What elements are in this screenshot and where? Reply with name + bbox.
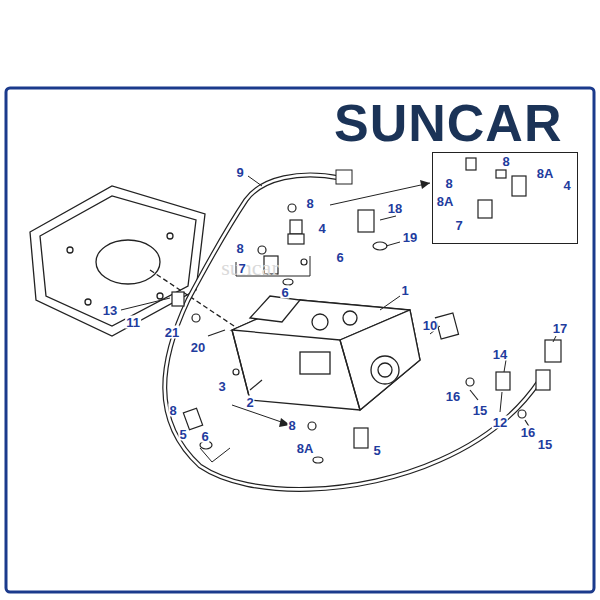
callout-number: 5 — [372, 444, 381, 457]
callout-number: 8 — [502, 155, 509, 168]
callout-number: 3 — [217, 380, 226, 393]
callout-number: 8 — [168, 404, 177, 417]
arrowhead — [420, 180, 430, 189]
callout-number: 15 — [472, 404, 488, 417]
callout-number: 10 — [422, 319, 438, 332]
callout-number: 2 — [245, 396, 254, 409]
callout-number: 5 — [178, 428, 187, 441]
callout-number: 8A — [296, 442, 315, 455]
callout-number: 20 — [190, 341, 206, 354]
callout-number: 6 — [200, 430, 209, 443]
callout-number: 19 — [402, 231, 418, 244]
callout-number: 1 — [400, 284, 409, 297]
callout-number: 8 — [305, 197, 314, 210]
connector — [336, 170, 352, 184]
callout-number: 4 — [317, 222, 326, 235]
callout-number: 16 — [520, 426, 536, 439]
callout-number: 16 — [445, 390, 461, 403]
callout-number: 17 — [552, 322, 568, 335]
callout-number: 4 — [563, 179, 570, 192]
callout-number: 14 — [492, 348, 508, 361]
harness — [165, 175, 540, 489]
callout-number: 6 — [335, 251, 344, 264]
callout-number: 8 — [445, 177, 452, 190]
callout-number: 8A — [537, 167, 554, 180]
callout-number: 21 — [164, 326, 180, 339]
inset-box: 8 8A 8 8A 4 7 — [432, 152, 578, 244]
callout-number: 8 — [287, 419, 296, 432]
fittings — [172, 158, 561, 463]
callout-number: 8A — [437, 195, 454, 208]
brand-logo: SUNCAR — [333, 97, 563, 149]
callout-number: 8 — [235, 242, 244, 255]
callout-number: 13 — [102, 304, 118, 317]
callout-number: 9 — [235, 166, 244, 179]
frame — [6, 88, 594, 592]
pump-body — [232, 296, 420, 410]
harness-core — [165, 175, 540, 489]
leader-lines — [121, 176, 556, 462]
callout-number: 11 — [125, 316, 141, 329]
callout-number: 15 — [537, 438, 553, 451]
callout-number: 18 — [387, 202, 403, 215]
callout-number: 7 — [455, 219, 462, 232]
callout-number: 7 — [237, 262, 246, 275]
callout-number: 12 — [492, 416, 508, 429]
callout-number: 6 — [280, 286, 289, 299]
watermark: suncar — [220, 257, 279, 279]
